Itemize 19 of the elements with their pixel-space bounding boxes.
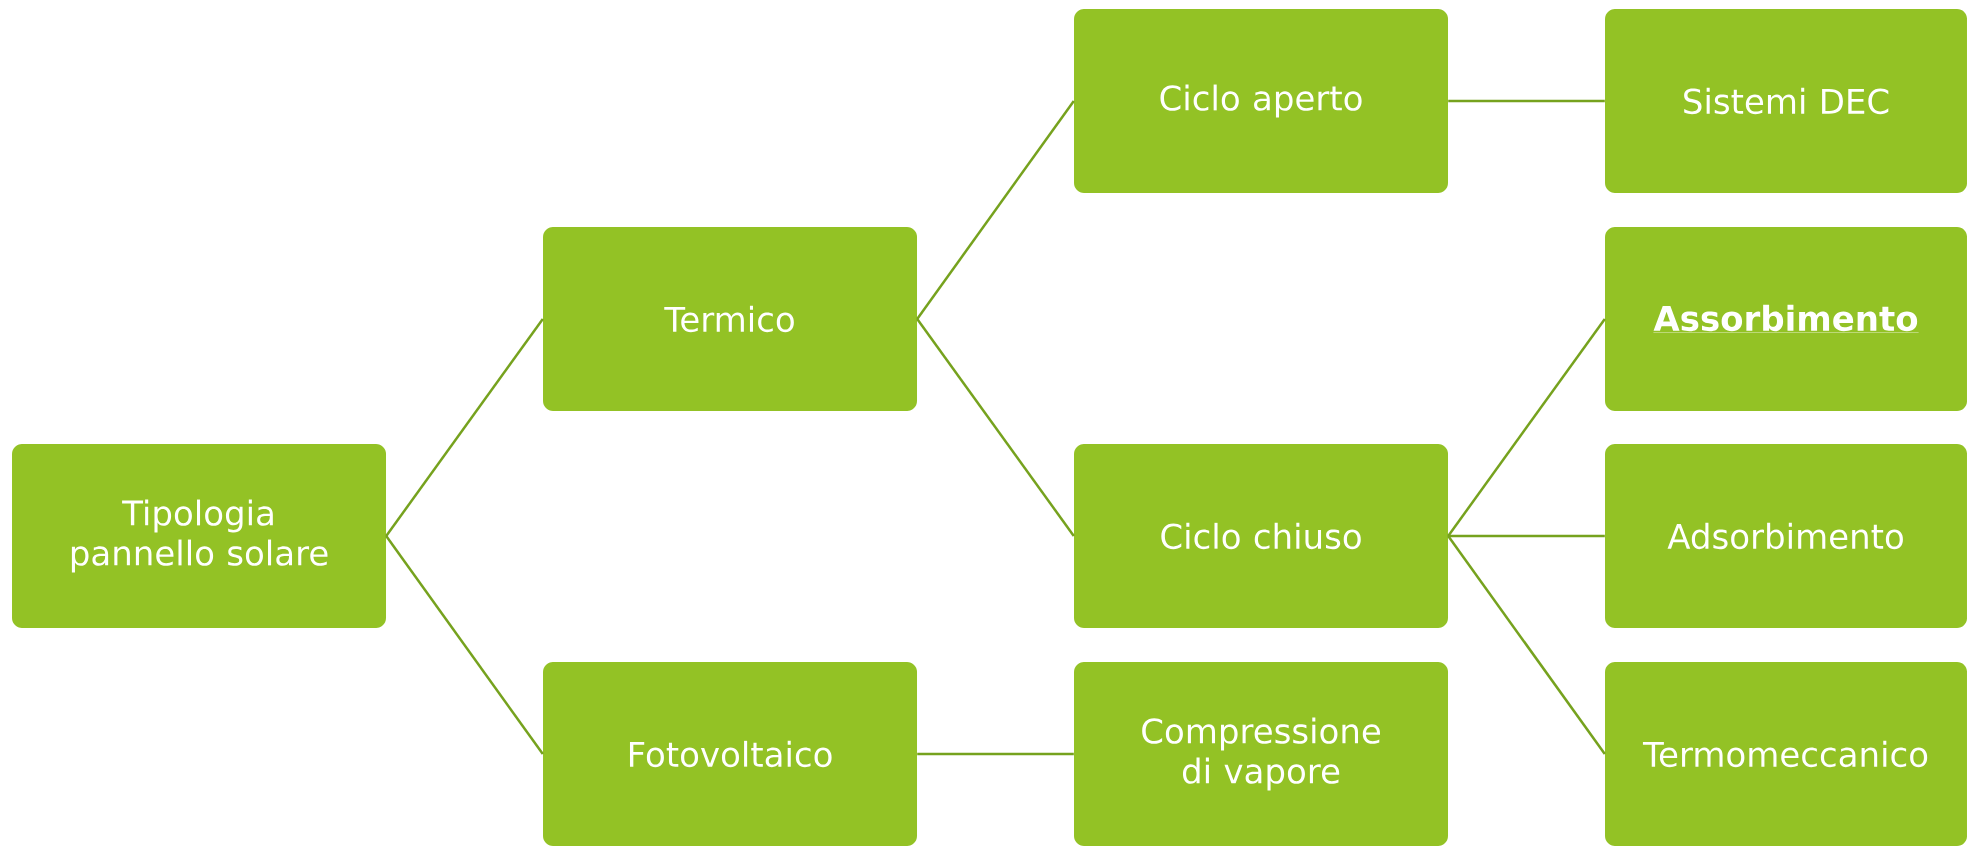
connector-line [917, 752, 1074, 756]
process-box: Termico [543, 227, 917, 411]
process-box: Compressione di vapore [1074, 662, 1448, 846]
connector-line [1447, 535, 1606, 755]
connector-line [385, 535, 544, 755]
connector-line [1448, 99, 1605, 103]
process-box: Assorbimento [1605, 227, 1967, 411]
connector-line [916, 318, 1075, 537]
process-box: Ciclo chiuso [1074, 444, 1448, 628]
process-box: Ciclo aperto [1074, 9, 1448, 193]
process-box: Sistemi DEC [1605, 9, 1967, 193]
connector-line [916, 100, 1075, 320]
process-box: Termomeccanico [1605, 662, 1967, 846]
process-box: Adsorbimento [1605, 444, 1967, 628]
connector-line [385, 318, 544, 537]
process-box: Fotovoltaico [543, 662, 917, 846]
connector-line [1448, 534, 1605, 538]
connector-line [1447, 318, 1606, 537]
process-box: Tipologia pannello solare [12, 444, 386, 628]
